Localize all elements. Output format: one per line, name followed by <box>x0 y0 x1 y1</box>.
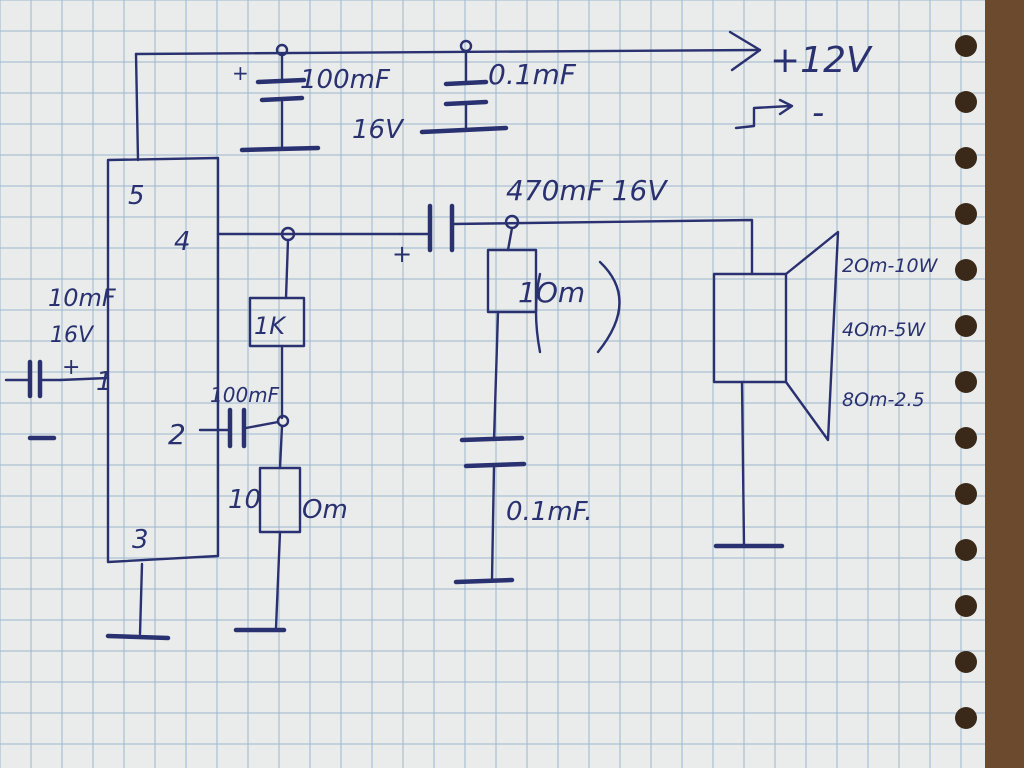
pin-4-label: 4 <box>174 227 191 257</box>
binding-hole <box>955 483 977 505</box>
input-wire <box>58 376 110 382</box>
binding-hole <box>955 315 977 337</box>
feedback-wire <box>198 420 280 432</box>
binding-hole <box>955 371 977 393</box>
ground-symbol <box>453 577 515 585</box>
output-wire <box>398 218 754 276</box>
ground-symbol <box>419 125 509 135</box>
input-cap-value: 10mF <box>48 284 117 312</box>
ground-resistor-value: 10 <box>228 485 261 515</box>
binding-hole <box>955 651 977 673</box>
speaker-magnet <box>712 272 788 384</box>
amplifier-chip <box>106 156 220 564</box>
rail-left-drop <box>134 52 140 162</box>
feedback-resistor <box>248 296 306 348</box>
rail-arrow-icon <box>728 30 762 72</box>
input-cap-voltage: 16V <box>50 323 95 348</box>
binding-hole <box>955 427 977 449</box>
bulk-cap-plus-label: + <box>232 61 249 85</box>
pin-5-label: 5 <box>128 181 145 211</box>
binding-hole <box>955 35 977 57</box>
speaker-cone <box>784 230 840 442</box>
speaker-ground-wire <box>740 380 746 548</box>
bulk-cap-plate-top <box>255 77 307 85</box>
zobel-resistor <box>486 248 538 314</box>
zobel-cap-plate <box>459 435 525 443</box>
feedback-cap-value: 100mF <box>210 383 280 407</box>
bulk-cap-voltage: 16V <box>352 115 405 145</box>
input-cap-plus-label: + <box>62 355 80 380</box>
ground-symbol <box>239 145 321 153</box>
ground-resistor-wire <box>278 424 284 470</box>
ground-symbol <box>105 633 171 641</box>
binding-hole <box>955 259 977 281</box>
speaker-rating-1: 2Om-10W <box>842 255 939 277</box>
zobel-wire <box>506 226 514 252</box>
bulk-cap-value: 100mF <box>300 65 391 95</box>
output-cap-value: 470mF 16V <box>506 174 668 207</box>
binding-hole <box>955 539 977 561</box>
zobel-wire <box>492 310 500 442</box>
zobel-resistor-value: 1Om <box>518 276 585 309</box>
supply-rail <box>134 48 762 56</box>
speaker-rating-3: 8Om-2.5 <box>842 389 925 411</box>
pin-3-label: 3 <box>132 525 149 555</box>
decouple-cap-value: 0.1mF <box>488 58 577 91</box>
binding-hole <box>955 707 977 729</box>
decouple-cap-plate-top <box>443 79 489 87</box>
binding-hole <box>955 147 977 169</box>
pin3-ground-wire <box>138 562 144 636</box>
pin-2-label: 2 <box>168 418 186 451</box>
spiral-binding <box>955 35 977 729</box>
negative-terminal-icon <box>734 98 794 130</box>
pin-1-label: 1 <box>96 367 113 397</box>
supply-negative-label: - <box>812 93 824 133</box>
binding-hole <box>955 91 977 113</box>
binding-hole <box>955 203 977 225</box>
feedback-resistor-value: 1K <box>254 312 287 340</box>
zobel-cap-plate <box>463 461 527 469</box>
ground-resistor-wire <box>274 530 282 630</box>
ground-resistor-suffix: Om <box>302 495 348 525</box>
feedback-wire <box>284 238 290 300</box>
supply-positive-label: +12V <box>770 40 873 81</box>
binding-hole <box>955 595 977 617</box>
speaker-rating-2: 4Om-5W <box>842 319 926 341</box>
zobel-bracket <box>534 260 621 354</box>
output-cap-plus-label: + <box>392 240 412 268</box>
zobel-cap-value: 0.1mF. <box>506 497 593 527</box>
zobel-wire <box>490 464 496 582</box>
